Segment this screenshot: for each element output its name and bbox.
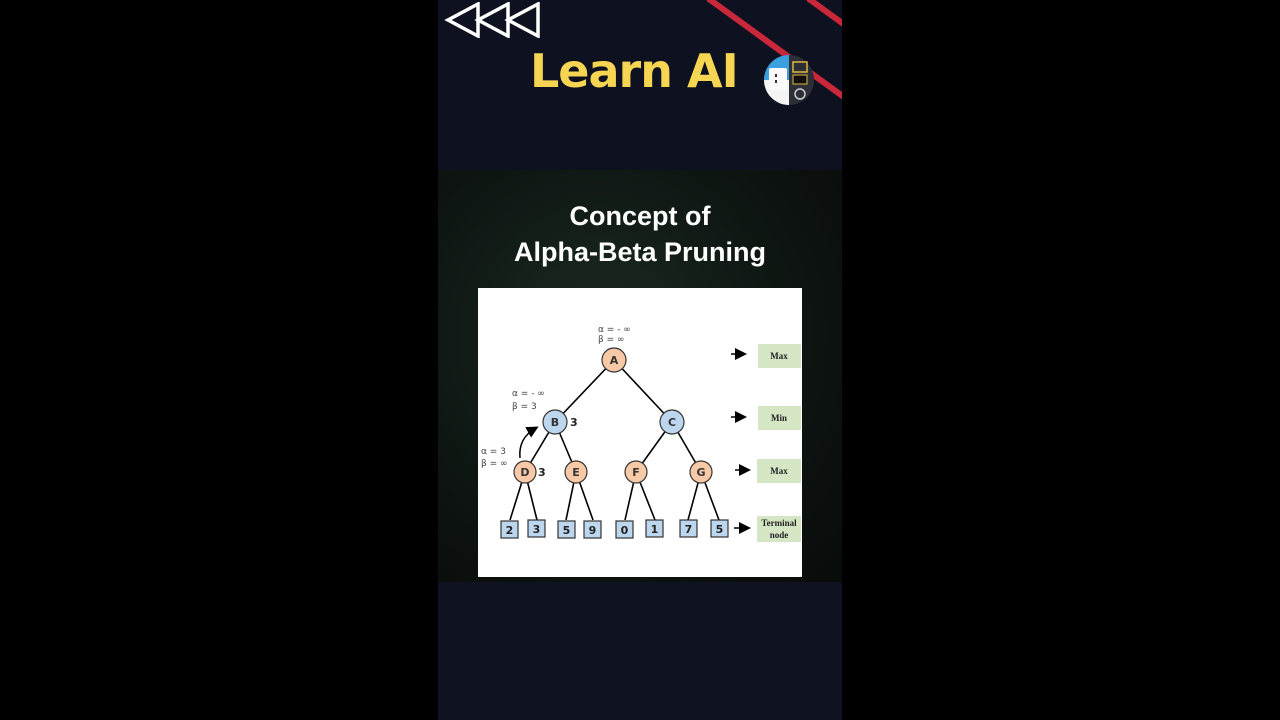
node-a-alpha: α = - ∞ bbox=[598, 325, 631, 335]
terminal-value: 5 bbox=[716, 523, 724, 536]
video-frame: Learn AI Concept of Alpha-Beta Pruning bbox=[438, 0, 842, 720]
tree-node-f: F bbox=[624, 460, 648, 484]
alpha-beta-tree-diagram: α = - ∞ β = ∞ α = - ∞ β = 3 α = 3 β = ∞ … bbox=[478, 288, 802, 577]
level-label-max: Max bbox=[770, 351, 788, 361]
tree-node-g: G bbox=[689, 460, 713, 484]
node-d-alpha: α = 3 bbox=[481, 447, 506, 457]
level-label-terminal: node bbox=[770, 530, 789, 540]
terminal-value: 2 bbox=[506, 524, 514, 537]
terminal-value: 1 bbox=[651, 523, 659, 536]
node-d-value: 3 bbox=[538, 466, 546, 479]
svg-text:C: C bbox=[668, 416, 676, 429]
tree-node-b: B bbox=[542, 409, 568, 435]
brand-title: Learn AI bbox=[530, 44, 739, 98]
bottom-panel bbox=[438, 582, 842, 720]
terminal-value: 3 bbox=[533, 523, 541, 536]
level-label-terminal: Terminal bbox=[761, 518, 797, 528]
terminal-value: 5 bbox=[563, 524, 571, 537]
tree-node-d: D bbox=[513, 460, 537, 484]
terminal-value: 7 bbox=[685, 523, 693, 536]
triple-left-triangle-icon bbox=[444, 2, 540, 38]
terminal-value: 0 bbox=[621, 524, 629, 537]
slide-title-line2: Alpha-Beta Pruning bbox=[513, 237, 766, 267]
svg-text:B: B bbox=[551, 416, 559, 429]
tree-node-a: A bbox=[601, 347, 627, 373]
svg-text:A: A bbox=[610, 354, 619, 367]
robot-face-logo bbox=[764, 55, 814, 105]
svg-text:G: G bbox=[696, 466, 705, 479]
node-d-beta: β = ∞ bbox=[481, 459, 508, 469]
node-a-beta: β = ∞ bbox=[598, 335, 625, 345]
channel-header: Learn AI bbox=[438, 0, 842, 170]
node-b-alpha: α = - ∞ bbox=[512, 389, 545, 399]
svg-text:D: D bbox=[520, 466, 529, 479]
slide-title-line1: Concept of bbox=[569, 201, 711, 231]
decorative-stripe bbox=[806, 0, 842, 37]
tree-node-c: C bbox=[659, 409, 685, 435]
node-b-beta: β = 3 bbox=[512, 402, 537, 412]
svg-text:F: F bbox=[632, 466, 640, 479]
level-label-min: Min bbox=[771, 413, 787, 423]
level-label-max: Max bbox=[770, 466, 788, 476]
tree-node-e: E bbox=[564, 460, 588, 484]
svg-text:E: E bbox=[572, 466, 580, 479]
node-b-value: 3 bbox=[570, 416, 578, 429]
terminal-value: 9 bbox=[589, 524, 597, 537]
slide-title: Concept of Alpha-Beta Pruning bbox=[438, 198, 842, 270]
